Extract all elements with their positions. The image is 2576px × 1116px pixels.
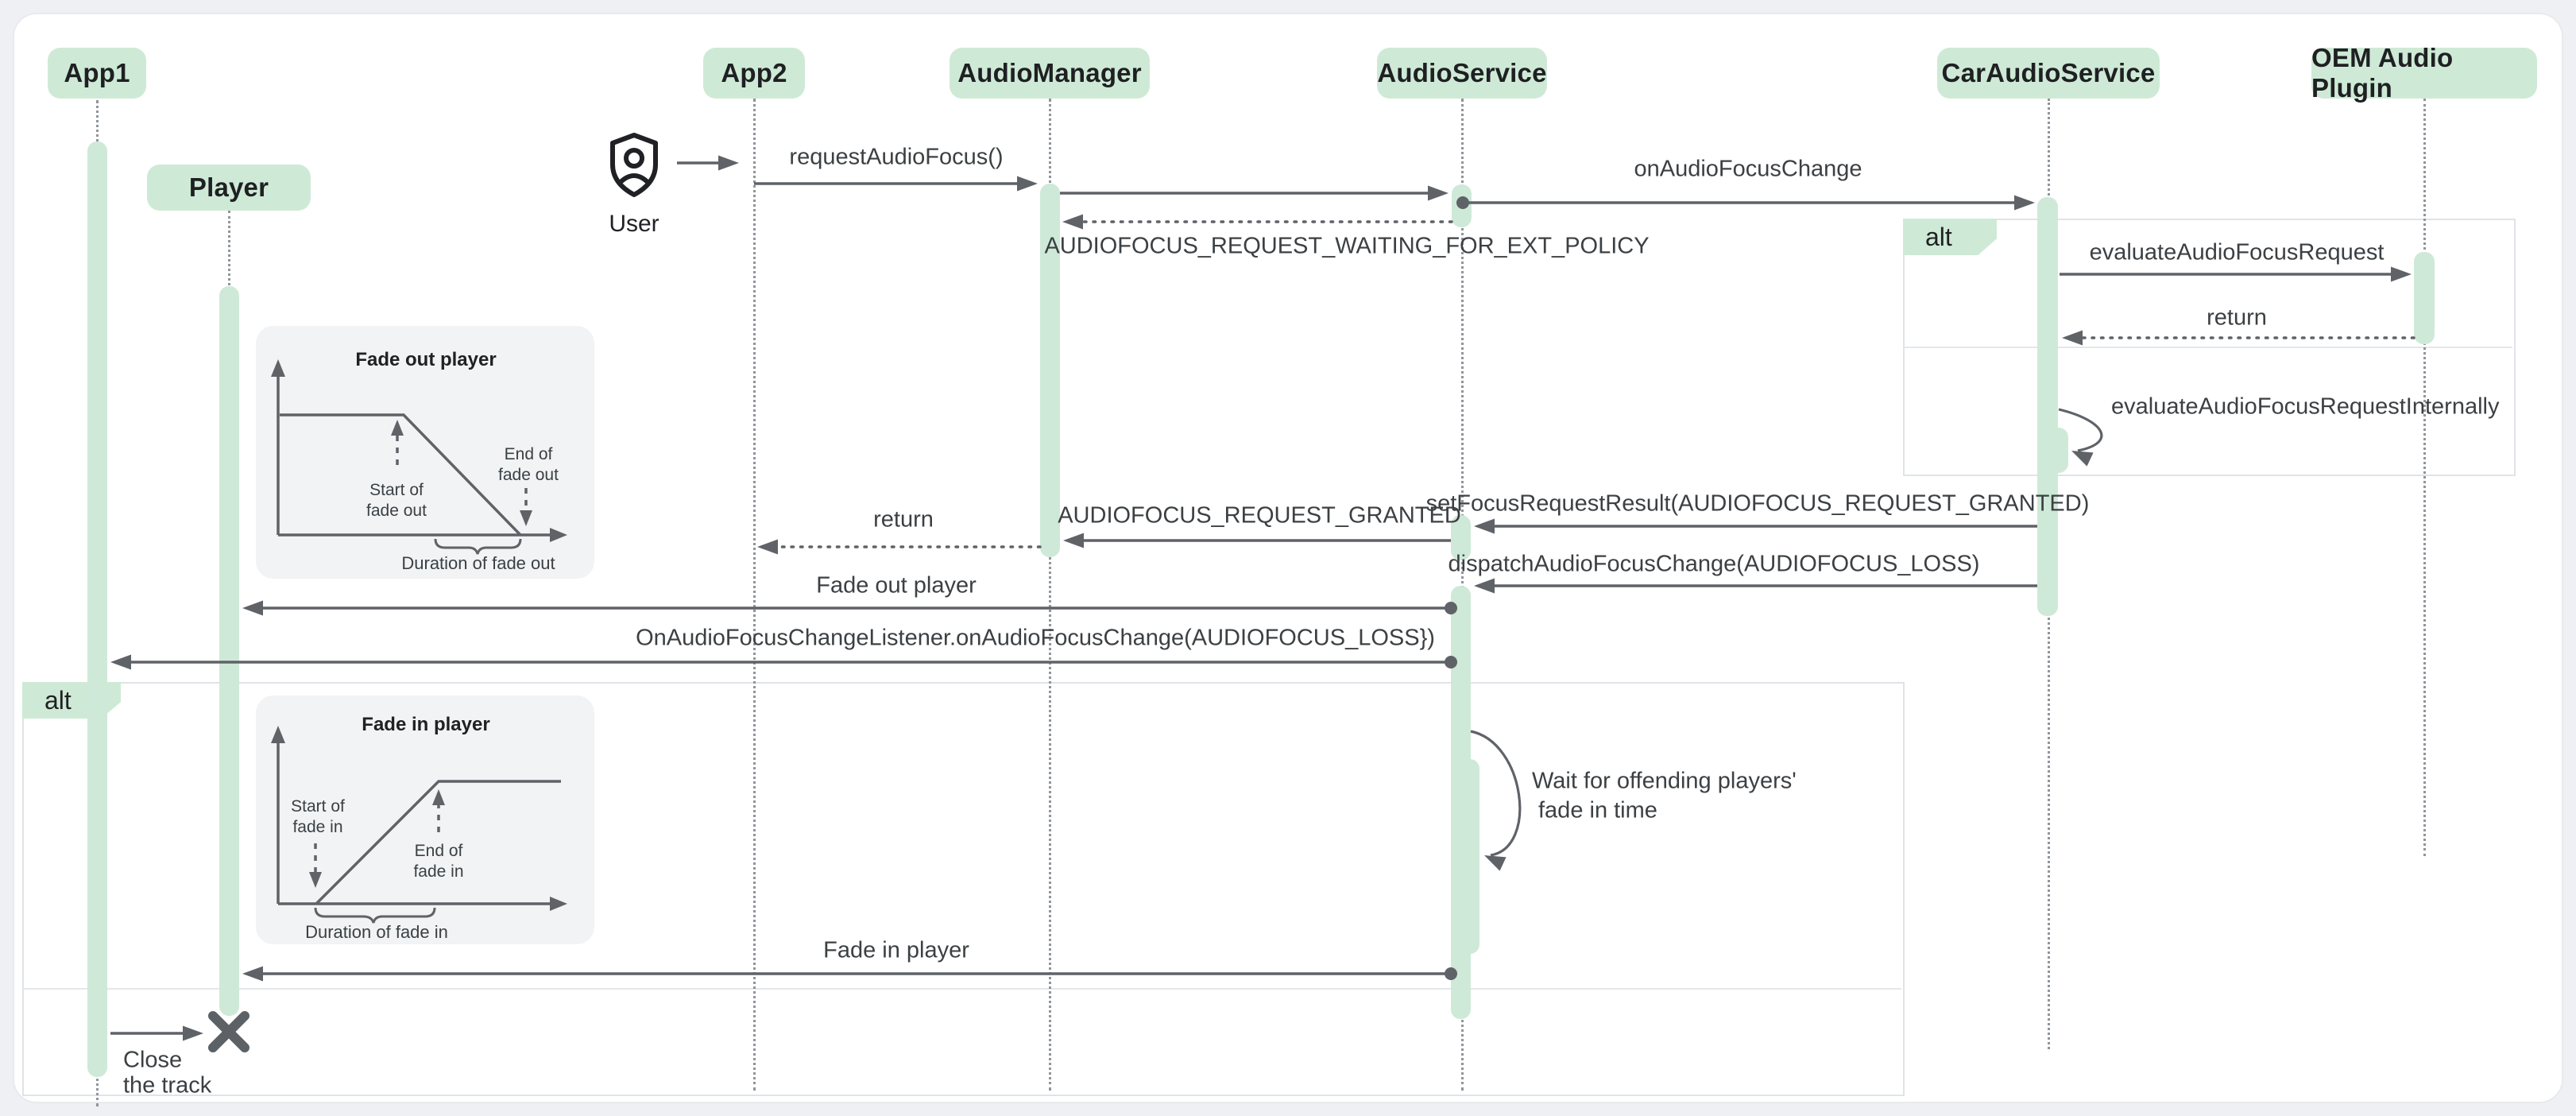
message-fade-out-player-label: Fade out player (816, 572, 977, 599)
fade-out-chart-axes (277, 370, 558, 537)
message-audiofocus-request-granted-label: AUDIOFOCUS_REQUEST_GRANTED (1058, 502, 1461, 529)
fade-out-x-axis-arrow-icon (550, 528, 567, 542)
activation-bar (2037, 197, 2058, 616)
message-setfocusrequestresult-audiofocus-request-granted-label: setFocusRequestResult(AUDIOFOCUS_REQUEST… (1425, 490, 2090, 517)
participant-caraudioservice: CarAudioService (1937, 48, 2160, 99)
fade-in-chart-bg (256, 696, 594, 944)
lifeline (1049, 99, 1051, 1091)
destroy-x-icon (208, 1011, 249, 1052)
fade-in-start-arrow-icon (309, 872, 322, 888)
fade-out-chart-title: Fade out player (355, 349, 496, 370)
activation-bar (1451, 515, 1471, 560)
fade-in-volume-curve (315, 780, 561, 905)
fade-in-duration-label: Duration of fade in (305, 922, 448, 942)
user-actor: User (606, 132, 662, 238)
fade-out-duration-label: Duration of fade out (401, 553, 555, 573)
message-wait-for-offending-players-label-1: Wait for offending players' (1532, 768, 1797, 794)
message-onaudiofocuschangelistener-onaudiofocuschange-au-label: OnAudioFocusChangeListener.onAudioFocusC… (636, 625, 1435, 651)
user-actor-label: User (609, 211, 659, 237)
message-return-label: return (873, 506, 934, 533)
lifeline (753, 99, 756, 1091)
fade-in-start-label-line2: fade in (292, 818, 342, 836)
participant-player: Player (147, 165, 311, 211)
message-close-label-1: Close (123, 1047, 183, 1073)
activation-bar (87, 141, 107, 1077)
message-close-label-2: the track (123, 1072, 212, 1099)
message-wait-for-offending-players-label-2: fade in time (1538, 797, 1657, 823)
alt-fragment-divider (22, 988, 1901, 990)
fade-out-end-label-line1: End of (505, 445, 553, 463)
activation-bar (219, 286, 239, 1016)
fade-out-y-axis-arrow-icon (271, 359, 285, 377)
fade-in-y-axis-arrow-icon (271, 726, 285, 743)
message-return-label: return (2207, 304, 2267, 331)
participant-audiomanager: AudioManager (950, 48, 1150, 99)
fade-in-chart-title: Fade in player (362, 714, 489, 735)
activation-bar (2414, 252, 2435, 344)
fade-in-chart-axes (277, 735, 558, 905)
message-fade-in-player-label: Fade in player (823, 937, 969, 963)
fade-out-volume-curve (280, 413, 522, 537)
participant-app1: App1 (48, 48, 146, 99)
message-dispatchaudiofocuschange-audiofocus-loss-label: dispatchAudioFocusChange(AUDIOFOCUS_LOSS… (1448, 551, 1980, 577)
activation-bar (2049, 428, 2068, 473)
fade-out-end-label-line2: fade out (498, 466, 559, 484)
message-onaudiofocuschange-label: onAudioFocusChange (1634, 156, 1862, 182)
user-shield-icon (610, 133, 658, 197)
fade-out-end-arrow-icon (520, 510, 532, 526)
message-requestaudiofocus-label: requestAudioFocus() (789, 144, 1004, 170)
activation-bar (1460, 759, 1479, 954)
fade-out-duration-brace (434, 538, 522, 555)
fade-out-start-arrow-icon (391, 420, 404, 436)
alt-fragment-label: alt (1903, 219, 1997, 255)
alt-fragment-left (22, 682, 1905, 1096)
fade-in-end-label-line2: fade in (413, 862, 463, 881)
fade-in-start-label-line1: Start of (291, 797, 345, 816)
message-evaluateaudiofocusrequestinternally-label: evaluateAudioFocusRequestInternally (2111, 393, 2500, 420)
fade-in-chart: Fade in player Start of fade in End of f… (256, 696, 594, 944)
activation-bar (1040, 184, 1060, 557)
message-audiofocus-request-waiting-for-ext-policy-label: AUDIOFOCUS_REQUEST_WAITING_FOR_EXT_POLIC… (1044, 233, 1650, 259)
participant-app2: App2 (703, 48, 805, 99)
fade-out-chart: Fade out player Start of fade out End of… (256, 326, 594, 579)
fade-in-end-arrow-icon (432, 789, 445, 805)
activation-bar (1452, 184, 1472, 227)
lifeline (2423, 99, 2426, 856)
participant-oem-audio-plugin: OEM Audio Plugin (2311, 43, 2537, 103)
message-evaluateaudiofocusrequest-label: evaluateAudioFocusRequest (2089, 239, 2385, 265)
fade-in-end-label-line1: End of (415, 842, 463, 860)
participant-audioservice: AudioService (1377, 48, 1547, 99)
fade-out-start-label-line2: fade out (366, 502, 427, 520)
fade-out-start-label-line1: Start of (369, 481, 424, 499)
fade-in-duration-brace (314, 907, 436, 924)
fade-out-chart-bg (256, 326, 594, 579)
fade-in-x-axis-arrow-icon (550, 897, 567, 911)
alt-fragment-divider (1903, 347, 2512, 348)
